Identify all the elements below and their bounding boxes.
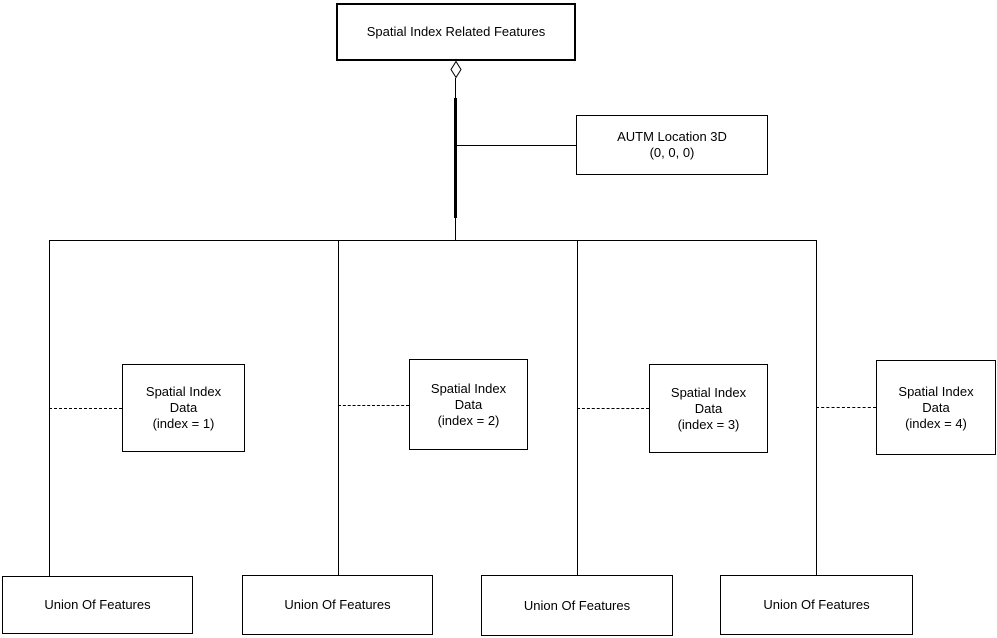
branch-line-2 — [338, 240, 339, 575]
dashed-connector-line-4 — [816, 407, 876, 408]
branch-line-3 — [577, 240, 578, 575]
dashed-connector-line-2 — [338, 405, 409, 406]
spatial-index-node-1-line1: Spatial Index — [145, 384, 222, 399]
spatial-index-node-2-line1: Spatial Index — [430, 380, 507, 396]
union-node-4: Union Of Features — [720, 575, 913, 635]
dashed-connector-line-3 — [577, 408, 649, 409]
spatial-index-node-3-line3: (index = 3) — [677, 416, 740, 432]
annotation-node-title: AUTM Location 3D — [617, 129, 727, 144]
spatial-index-node-1-line3: (index = 1) — [152, 416, 215, 431]
aggregation-diamond-icon — [450, 61, 462, 78]
hierarchy-rail-line — [49, 240, 817, 241]
spatial-index-node-2: Spatial Index Data (index = 2) — [409, 359, 528, 450]
spatial-index-node-2-line3: (index = 2) — [437, 412, 500, 428]
spatial-index-node-4-line1: Spatial Index — [898, 383, 974, 399]
spatial-index-node-3-line2: Data — [694, 400, 723, 416]
trunk-line-bold-segment — [454, 98, 457, 218]
spatial-index-node-3: Spatial Index Data (index = 3) — [649, 364, 768, 453]
spatial-index-node-3-line1: Spatial Index — [670, 384, 747, 400]
root-node: Spatial Index Related Features — [336, 3, 576, 61]
union-node-3-label: Union Of Features — [523, 597, 631, 613]
spatial-index-node-4-line3: (index = 4) — [905, 415, 967, 431]
union-node-2-label: Union Of Features — [284, 597, 391, 612]
spatial-index-node-1-line2: Data — [169, 400, 198, 415]
dashed-connector-line-1 — [49, 408, 122, 409]
annotation-node: AUTM Location 3D (0, 0, 0) — [576, 115, 768, 175]
annotation-connector-line — [456, 145, 576, 146]
spatial-index-node-2-line2: Data — [454, 396, 483, 412]
spatial-index-node-4-line2: Data — [922, 399, 950, 415]
union-node-4-label: Union Of Features — [763, 597, 870, 612]
spatial-index-node-4: Spatial Index Data (index = 4) — [876, 360, 996, 455]
spatial-index-node-1: Spatial Index Data (index = 1) — [122, 364, 245, 452]
union-node-1-label: Union Of Features — [44, 597, 151, 612]
union-node-3: Union Of Features — [481, 575, 673, 636]
union-node-2: Union Of Features — [242, 575, 433, 635]
union-node-1: Union Of Features — [2, 576, 193, 634]
root-node-label: Spatial Index Related Features — [366, 24, 546, 39]
annotation-node-value: (0, 0, 0) — [649, 145, 695, 160]
